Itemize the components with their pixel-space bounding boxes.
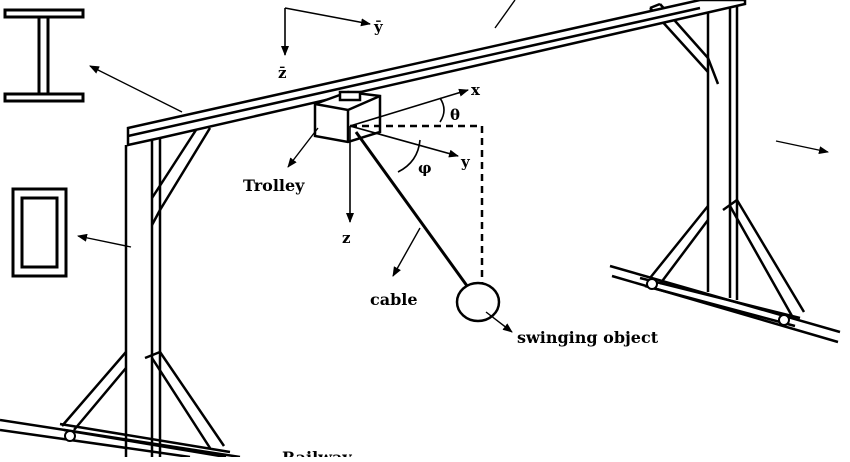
right-bolt-2	[778, 314, 790, 326]
theta-label: θ	[450, 106, 460, 124]
right-column	[706, 0, 739, 300]
railway-label: Railway	[282, 448, 352, 457]
i-beam-section	[3, 8, 85, 103]
theta-arc	[439, 97, 445, 123]
swinging-object-label: swinging object	[517, 328, 659, 347]
local-y-axis-label: y	[460, 153, 471, 171]
trolley-label: Trolley	[243, 176, 305, 195]
left-knee-brace	[150, 127, 212, 226]
trolley-pointer-arrow	[287, 127, 319, 168]
local-x-axis-label: x	[471, 81, 481, 99]
i-beam-pointer-arrow	[89, 65, 183, 113]
cable-pointer-arrow	[392, 227, 421, 277]
cable-label: cable	[370, 290, 418, 309]
motion-arrow	[775, 140, 829, 155]
cable	[354, 131, 472, 291]
object-pointer-arrow	[485, 311, 513, 333]
phi-label: φ	[418, 159, 432, 177]
main-beam	[126, 0, 747, 147]
global-frame	[281, 7, 371, 56]
local-z-axis-label: z	[342, 229, 351, 247]
global-z-axis-label: z̄	[278, 64, 287, 82]
local-frame	[346, 88, 469, 223]
left-column	[124, 136, 162, 457]
left-bolt	[64, 430, 76, 442]
right-knee-brace	[649, 2, 720, 85]
global-y-axis-label: ȳ	[373, 18, 384, 36]
left-base-struts	[59, 350, 231, 459]
right-base-struts	[639, 198, 806, 328]
beam-leader-line	[494, 0, 516, 29]
swinging-object	[455, 281, 501, 323]
box-pointer-arrow	[77, 233, 132, 248]
projection-dashed-line	[350, 124, 484, 290]
right-bolt-1	[646, 278, 658, 290]
phi-arc	[397, 139, 421, 173]
box-section	[11, 187, 68, 278]
trolley	[313, 90, 382, 144]
